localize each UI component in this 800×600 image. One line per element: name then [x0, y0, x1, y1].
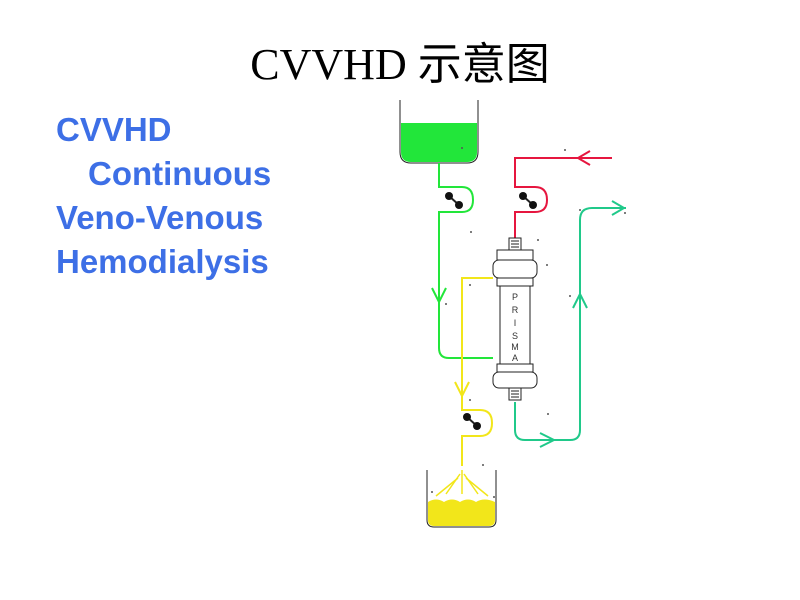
- filter-letter: A: [512, 353, 518, 363]
- dialysate-pump: [445, 192, 463, 209]
- filter-letter: P: [512, 292, 518, 302]
- effluent-container: [426, 470, 497, 528]
- filter-letter: S: [512, 331, 518, 341]
- expansion-line-hemodialysis: Hemodialysis: [56, 243, 269, 280]
- filter-letter: M: [511, 342, 519, 352]
- cvvhd-circuit-diagram: P R I S M A: [399, 100, 626, 528]
- acronym-line: CVVHD: [56, 111, 172, 148]
- expansion-line-veno-venous: Veno-Venous: [56, 199, 264, 236]
- expansion-line-continuous: Continuous: [88, 155, 272, 192]
- effluent-line: [454, 277, 494, 466]
- filter-letter: I: [514, 318, 517, 328]
- prisma-filter: P R I S M A: [492, 237, 538, 401]
- blood-return-line: [514, 200, 626, 448]
- filter-letter: R: [512, 305, 519, 315]
- effluent-pump: [463, 413, 481, 430]
- blood-pump: [519, 192, 537, 209]
- page-title: CVVHD 示意图: [250, 40, 550, 89]
- acronym-text-block: CVVHD Continuous Veno-Venous Hemodialysi…: [56, 108, 271, 284]
- decorative-dots: [431, 147, 626, 498]
- dialysate-bag: [399, 100, 479, 164]
- dialysate-line: [431, 163, 493, 359]
- blood-inflow-line: [514, 150, 612, 246]
